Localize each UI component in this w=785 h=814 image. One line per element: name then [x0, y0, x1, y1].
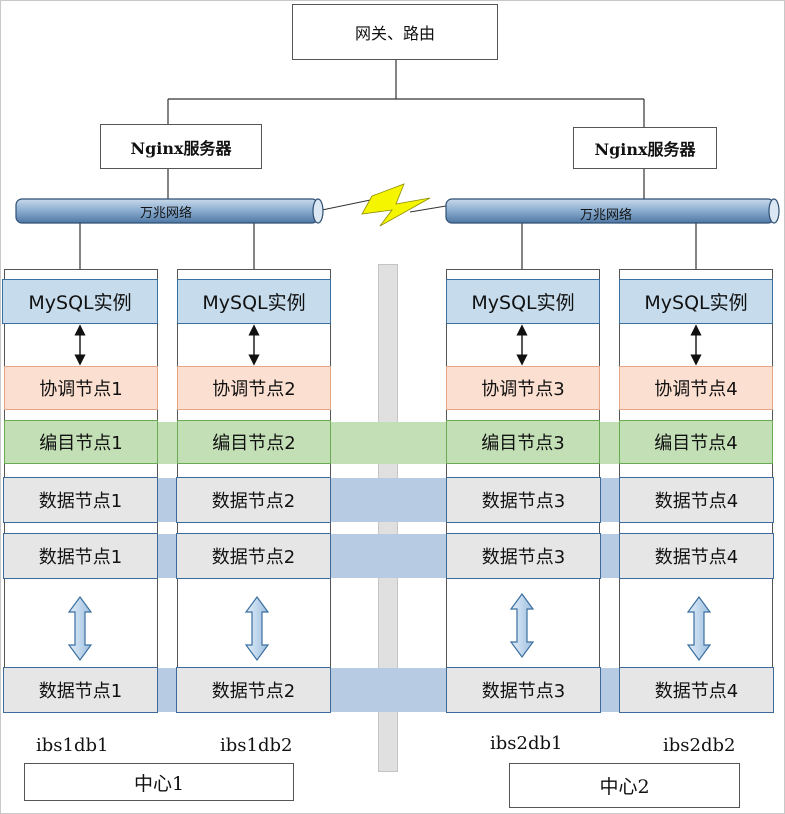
center-2-box: 中心2: [509, 763, 740, 808]
column-name-3: ibs2db1: [490, 733, 563, 754]
mysql-instance-3: MySQL实例: [446, 279, 600, 324]
net-link-line-bottom: [409, 205, 447, 213]
data-band-3: [156, 668, 176, 712]
column-name-2: ibs1db2: [220, 735, 293, 756]
data-label: 数据节点1: [38, 681, 123, 702]
nginx-label-1: Nginx服务器: [130, 138, 232, 158]
column-name-4: ibs2db2: [663, 735, 736, 756]
data-label: 数据节点3: [481, 547, 566, 568]
catalog-label-4: 编目节点4: [654, 433, 738, 454]
data-node-2a: 数据节点2: [176, 477, 331, 523]
double-arrow-icon-3: [509, 592, 535, 659]
data-node-4c: 数据节点4: [619, 667, 774, 713]
center-1-label: 中心1: [133, 772, 185, 795]
coord-label-2: 协调节点2: [212, 379, 296, 400]
data-label: 数据节点2: [211, 547, 296, 568]
data-band-1c: [600, 478, 620, 522]
data-band-2b: [330, 534, 446, 578]
data-label: 数据节点4: [654, 491, 739, 512]
nginx-server-2: Nginx服务器: [573, 127, 717, 169]
column-name-1: ibs1db1: [36, 735, 109, 756]
catalog-label-3: 编目节点3: [481, 433, 565, 454]
data-label: 数据节点3: [481, 491, 566, 512]
coord-node-4: 协调节点4: [619, 366, 773, 410]
data-node-3c: 数据节点3: [446, 667, 601, 713]
data-band-2: [156, 534, 176, 578]
nginx-server-1: Nginx服务器: [100, 124, 262, 169]
mysql-label-1: MySQL实例: [28, 292, 132, 314]
mysql-label-3: MySQL实例: [471, 292, 575, 314]
catalog-node-3: 编目节点3: [446, 420, 600, 464]
coord-label-1: 协调节点1: [39, 379, 123, 400]
coord-node-1: 协调节点1: [4, 366, 158, 410]
catalog-label-1: 编目节点1: [39, 433, 123, 454]
data-label: 数据节点3: [481, 681, 566, 702]
data-node-2b: 数据节点2: [176, 533, 331, 579]
data-band-3c: [600, 668, 620, 712]
data-label: 数据节点1: [38, 491, 123, 512]
catalog-node-2: 编目节点2: [177, 420, 331, 464]
network-pipe-2: [445, 198, 780, 224]
network-pipe-1: [15, 198, 324, 224]
lightning-bolt-icon: [361, 183, 431, 227]
data-band-3b: [330, 668, 446, 712]
double-arrow-icon-1: [67, 595, 93, 662]
data-node-1b: 数据节点1: [3, 533, 158, 579]
coord-label-4: 协调节点4: [654, 379, 738, 400]
center-2-label: 中心2: [599, 776, 650, 798]
catalog-label-2: 编目节点2: [212, 433, 296, 454]
double-arrow-icon-2: [244, 595, 270, 662]
double-arrow-icon-4: [686, 595, 712, 662]
coord-node-2: 协调节点2: [177, 366, 331, 410]
coord-node-3: 协调节点3: [446, 366, 600, 410]
network-label-1: 万兆网络: [140, 206, 193, 221]
data-label: 数据节点1: [38, 547, 123, 568]
mysql-instance-2: MySQL实例: [177, 279, 331, 324]
catalog-node-4: 编目节点4: [619, 420, 773, 464]
mysql-instance-1: MySQL实例: [2, 279, 158, 324]
mysql-label-2: MySQL实例: [202, 292, 306, 314]
center-1-box: 中心1: [24, 763, 294, 801]
gateway-box: 网关、路由: [292, 4, 498, 60]
network-label-2: 万兆网络: [580, 208, 633, 223]
mysql-instance-4: MySQL实例: [619, 279, 773, 324]
data-label: 数据节点4: [654, 681, 739, 702]
data-label: 数据节点4: [654, 547, 739, 568]
data-label: 数据节点2: [211, 681, 296, 702]
gateway-label: 网关、路由: [354, 24, 435, 43]
data-band-1: [156, 478, 176, 522]
data-node-1c: 数据节点1: [3, 667, 158, 713]
data-band-1b: [330, 478, 446, 522]
data-node-3b: 数据节点3: [446, 533, 601, 579]
data-node-4a: 数据节点4: [619, 477, 774, 523]
data-node-4b: 数据节点4: [619, 533, 774, 579]
mysql-label-4: MySQL实例: [644, 292, 748, 314]
catalog-node-1: 编目节点1: [4, 420, 158, 464]
data-band-2c: [600, 534, 620, 578]
data-label: 数据节点2: [211, 491, 296, 512]
coord-label-3: 协调节点3: [481, 379, 565, 400]
data-node-2c: 数据节点2: [176, 667, 331, 713]
data-node-3a: 数据节点3: [446, 477, 601, 523]
data-node-1a: 数据节点1: [3, 477, 158, 523]
nginx-label-2: Nginx服务器: [594, 140, 696, 159]
